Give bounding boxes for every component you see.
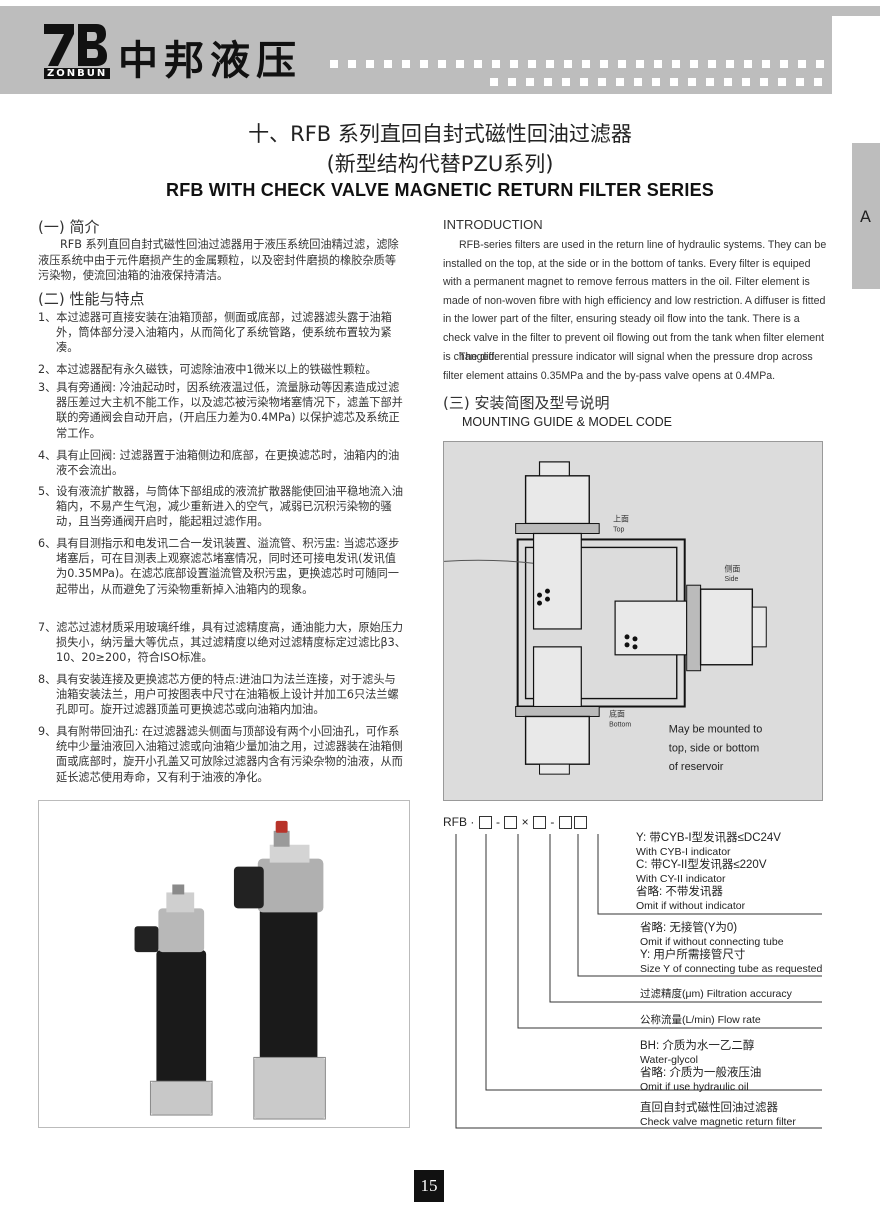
tube-y-cn: Y: 用户所需接管尺寸 bbox=[640, 949, 746, 961]
feature-item: 3、具有旁通阀: 冷油起动时，因系统液温过低，流量脉动等因素造成过滤器压差过大主… bbox=[38, 381, 403, 440]
mounting-note-line: of reservoir bbox=[669, 761, 724, 773]
indicator-y-en: With CYB-I indicator bbox=[636, 845, 731, 858]
header-dot-pattern bbox=[330, 60, 830, 90]
model-code: RFB · - × - bbox=[443, 815, 588, 830]
label-top-cn: 上面 bbox=[613, 515, 629, 524]
indicator-label: Y: 带CYB-I型发讯器≤DC24V With CYB-I indicator… bbox=[636, 832, 781, 913]
code-sep: × bbox=[518, 815, 533, 829]
code-box-medium bbox=[478, 816, 492, 830]
header-notch bbox=[832, 6, 880, 16]
model-code-leader-lines bbox=[455, 834, 822, 1129]
tube-omit-cn: 省略: 无接管(Y为0) bbox=[640, 922, 738, 934]
medium-omit-en: Omit if use hydraulic oil bbox=[640, 1080, 749, 1093]
product-photo bbox=[38, 800, 410, 1128]
tube-omit-en: Omit if without connecting tube bbox=[640, 935, 784, 948]
mounting-heading-en: MOUNTING GUIDE & MODEL CODE bbox=[462, 415, 672, 429]
indicator-omit-en: Omit if without indicator bbox=[636, 899, 746, 912]
zonbun-logo-icon bbox=[44, 24, 107, 66]
mounting-diagram: 上面 Top 侧面 Side 底面 Bottom May be mounted … bbox=[443, 441, 823, 801]
title-cn-sub: (新型结构代替PZU系列) bbox=[326, 152, 554, 176]
product-name-en: Check valve magnetic return filter bbox=[640, 1115, 796, 1128]
title-en: RFB WITH CHECK VALVE MAGNETIC RETURN FIL… bbox=[166, 180, 714, 200]
model-prefix: RFB · bbox=[443, 815, 478, 829]
feature-item: 5、设有液流扩散器，与筒体下部组成的液流扩散器能使回油平稳地流入油箱内，不易产生… bbox=[38, 485, 404, 529]
product-name-label: 直回自封式磁性回油过滤器 Check valve magnetic return… bbox=[640, 1102, 796, 1129]
intro-en-p2: The differential pressure indicator will… bbox=[443, 351, 813, 382]
logo-subtext: ZONBUN bbox=[44, 68, 111, 79]
mounting-note-line: top, side or bottom bbox=[669, 742, 759, 754]
company-name: 中邦液压 bbox=[118, 38, 302, 84]
code-box-flow bbox=[504, 816, 518, 830]
mounting-note-line: May be mounted to bbox=[669, 723, 763, 735]
features-heading: (二) 性能与特点 bbox=[38, 290, 145, 308]
code-box-indicator bbox=[573, 816, 587, 830]
code-sep: - bbox=[547, 815, 558, 829]
mounting-heading-cn: (三) 安装简图及型号说明 bbox=[443, 394, 610, 412]
code-box-tube bbox=[558, 816, 572, 830]
code-box-accuracy bbox=[533, 816, 547, 830]
feature-item: 6、具有目测指示和电发讯二合一发讯装置、溢流管、积污盅: 当滤芯逐步堵塞后，可在… bbox=[38, 537, 400, 596]
indicator-omit-cn: 省略: 不带发讯器 bbox=[636, 886, 723, 898]
feature-item: 7、滤芯过滤材质采用玻璃纤维，具有过滤精度高，通油能力大，原始压力损失小，纳污量… bbox=[38, 621, 406, 665]
medium-bh-cn: BH: 介质为水一乙二醇 bbox=[640, 1040, 755, 1052]
feature-item: 8、具有安装连接及更换滤芯方便的特点:进油口为法兰连接，对于滤头与油箱安装法兰，… bbox=[38, 673, 399, 717]
indicator-c-en: With CY-II indicator bbox=[636, 872, 726, 885]
label-side-cn: 侧面 bbox=[724, 563, 740, 573]
flow-label: 公称流量(L/min) Flow rate bbox=[640, 1014, 761, 1026]
section-tab: A bbox=[852, 143, 880, 289]
title-cn-main: 十、RFB 系列直回自封式磁性回油过滤器 bbox=[248, 122, 632, 146]
product-name-cn: 直回自封式磁性回油过滤器 bbox=[640, 1102, 778, 1114]
accuracy-label: 过滤精度(μm) Filtration accuracy bbox=[640, 988, 792, 1000]
feature-item: 1、本过滤器可直接安装在油箱顶部，侧面或底部，过滤器滤头露于油箱外，筒体部分浸入… bbox=[38, 311, 392, 355]
label-bottom-cn: 底面 bbox=[609, 708, 625, 718]
medium-bh-en: Water-glycol bbox=[640, 1053, 698, 1066]
tube-y-en: Size Y of connecting tube as requested bbox=[640, 962, 823, 975]
indicator-y-cn: Y: 带CYB-I型发讯器≤DC24V bbox=[636, 832, 781, 844]
tube-label: 省略: 无接管(Y为0) Omit if without connecting … bbox=[640, 922, 822, 976]
intro-cn-heading: (一) 简介 bbox=[38, 218, 100, 236]
medium-label: BH: 介质为水一乙二醇 Water-glycol 省略: 介质为一般液压油 O… bbox=[640, 1040, 761, 1094]
label-side-en: Side bbox=[724, 576, 738, 583]
label-bottom-en: Bottom bbox=[609, 721, 631, 728]
section-tab-label: A bbox=[860, 207, 871, 226]
label-top-en: Top bbox=[613, 527, 624, 534]
feature-item: 9、具有附带回油孔: 在过滤器滤头侧面与顶部设有两个小回油孔，可作系统中少量油液… bbox=[38, 725, 403, 784]
code-sep: - bbox=[492, 815, 504, 829]
intro-en-p1: RFB-series filters are used in the retur… bbox=[443, 239, 827, 363]
intro-cn-text: RFB 系列直回自封式磁性回油过滤器用于液压系统回油精过滤，滤除液压系统中由于元… bbox=[38, 238, 399, 282]
feature-item: 2、本过滤器配有永久磁铁，可滤除油液中1微米以上的铁磁性颗粒。 bbox=[38, 363, 377, 376]
feature-item: 4、具有止回阀: 过滤器置于油箱侧边和底部，在更换滤芯时，油箱内的油液不会流出。 bbox=[38, 449, 400, 478]
page-number: 15 bbox=[414, 1170, 444, 1202]
medium-omit-cn: 省略: 介质为一般液压油 bbox=[640, 1067, 762, 1079]
indicator-c-cn: C: 带CY-II型发讯器≤220V bbox=[636, 859, 767, 871]
intro-en-heading: INTRODUCTION bbox=[443, 217, 543, 232]
